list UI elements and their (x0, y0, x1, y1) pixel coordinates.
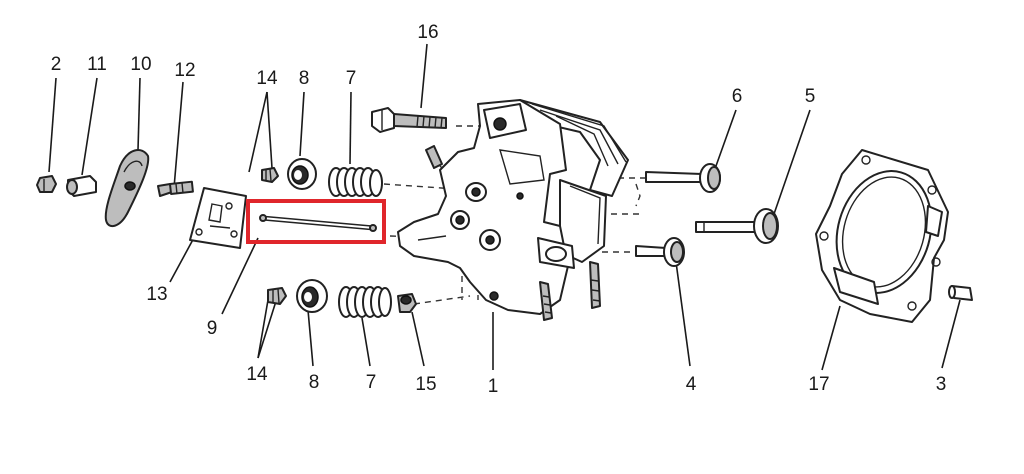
part-2-nut (36, 175, 57, 193)
part-7-top-valve-spring (328, 167, 383, 197)
part-11-cap (66, 175, 97, 197)
part-16-head-bolt (371, 107, 447, 133)
label-4: 4 (686, 374, 697, 395)
part-number-labels: 2 11 10 12 14 8 7 16 6 5 13 9 14 8 7 15 … (51, 22, 947, 397)
part-10-rocker-arm (104, 149, 150, 228)
part-5-valve (695, 208, 779, 244)
label-2: 2 (51, 54, 62, 75)
label-7-top: 7 (346, 68, 357, 89)
label-13: 13 (146, 284, 167, 305)
label-17: 17 (808, 374, 829, 395)
label-10: 10 (130, 54, 151, 75)
part-1-cylinder-head (397, 99, 629, 321)
part-14-bottom-retainer (267, 287, 287, 305)
label-1: 1 (488, 376, 499, 397)
leader-lines (48, 43, 961, 371)
label-14-top: 14 (256, 68, 278, 89)
part-4-valve (635, 237, 685, 267)
label-7-bottom: 7 (366, 372, 377, 393)
label-8-bottom: 8 (309, 372, 320, 393)
label-11: 11 (87, 54, 107, 75)
part-6-valve (645, 163, 721, 193)
part-9-push-rod (259, 214, 377, 232)
label-5: 5 (805, 86, 816, 107)
label-15: 15 (415, 374, 436, 395)
label-8-top: 8 (299, 68, 310, 89)
part-8-bottom-spring-retainer (296, 279, 328, 313)
part-12-pivot-bolt (157, 180, 194, 197)
label-9: 9 (207, 318, 218, 339)
push-rod-highlight-box (246, 199, 386, 244)
part-8-top-spring-retainer (287, 158, 317, 190)
label-6: 6 (732, 86, 743, 107)
part-13-guide-plate (189, 187, 247, 249)
part-14-top-retainer (261, 167, 279, 183)
part-15-stem-seal (397, 293, 417, 313)
label-3: 3 (936, 374, 947, 395)
part-7-bottom-valve-spring (338, 286, 392, 318)
part-3-dowel-pin (948, 285, 973, 301)
part-17-head-gasket (815, 149, 949, 323)
label-14-bottom: 14 (246, 364, 268, 385)
label-12: 12 (174, 60, 195, 81)
label-16: 16 (417, 22, 438, 43)
